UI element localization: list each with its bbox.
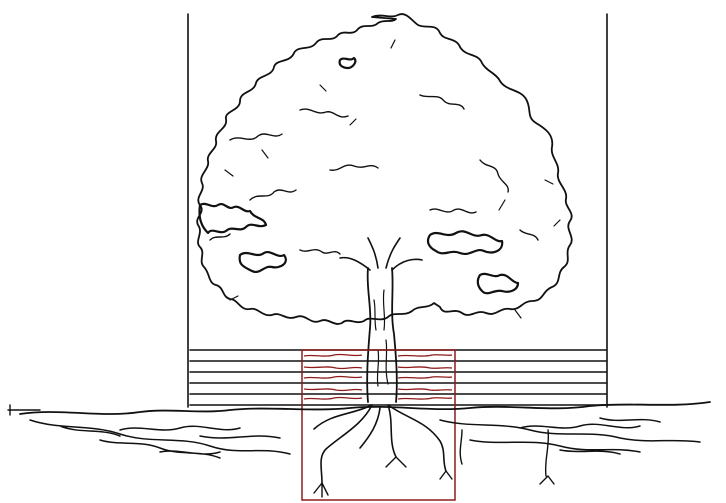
ground-line: [8, 402, 710, 415]
tree-canopy: [197, 14, 572, 324]
root-system: [30, 405, 700, 497]
